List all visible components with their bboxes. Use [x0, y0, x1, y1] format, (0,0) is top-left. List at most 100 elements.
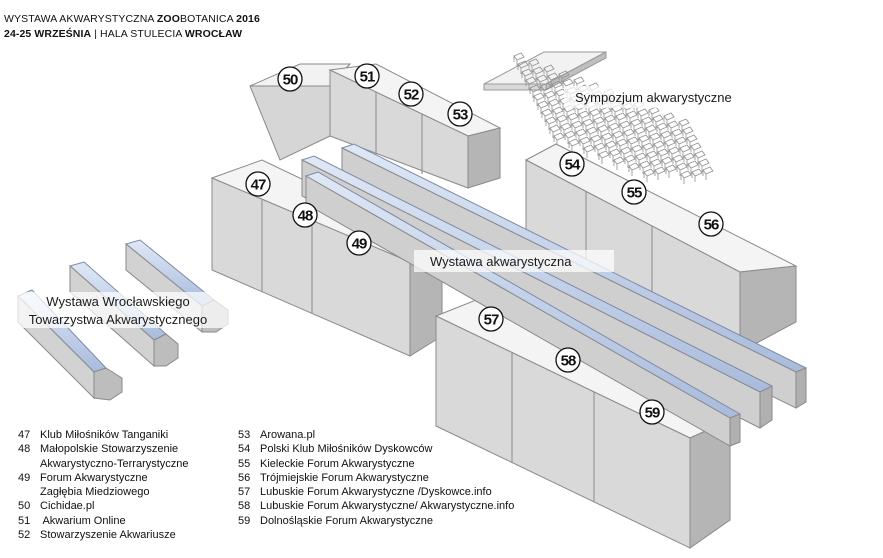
stand-marker-circle: [698, 211, 724, 237]
chair-icon: [528, 58, 540, 72]
stand-marker-circle: [478, 306, 504, 332]
chair-icon: [631, 144, 643, 158]
chair-icon: [604, 114, 616, 128]
stand-marker-circle: [447, 101, 473, 127]
chair-icon: [593, 116, 605, 130]
legend-number: [18, 485, 40, 499]
chair-icon: [698, 158, 710, 172]
stand-marker-circle: [555, 347, 581, 373]
legend-number: [18, 457, 40, 471]
chair-icon: [694, 150, 706, 164]
chair-icon: [641, 116, 653, 130]
chair-icon: [654, 166, 666, 180]
chair-icon: [630, 118, 642, 132]
legend-number: 51: [18, 514, 31, 527]
chair-icon: [529, 84, 541, 98]
stand-marker-54: 54: [559, 151, 585, 177]
legend-number: 58: [238, 500, 251, 513]
stand-number: 55: [627, 185, 642, 202]
chair-icon: [600, 106, 612, 120]
stand-marker-47: 47: [245, 171, 271, 197]
stand-marker-circle: [559, 151, 585, 177]
chair-icon: [609, 148, 621, 162]
chair-icon: [525, 76, 537, 90]
legend-text: Arowana.pl: [260, 429, 316, 441]
legend-text: Lubuskie Forum Akwarystyczne /Dyskowce.i…: [260, 486, 492, 499]
legend-text: Akwarium Online: [40, 514, 126, 527]
chair-icon: [664, 138, 676, 152]
chair-icon: [619, 120, 631, 134]
stand-number: 49: [352, 236, 367, 253]
chair-icon: [616, 138, 628, 152]
stand-marker-circle: [639, 399, 665, 425]
legend-text: Lubuskie Forum Akwarystyczne/ Akwarystyc…: [260, 500, 515, 513]
chair-icon: [536, 74, 548, 88]
chair-icon: [682, 126, 694, 140]
chair-icon: [558, 70, 570, 84]
legend-item: 47 Klub Miłośników Tanganiki: [18, 428, 189, 442]
legend-number: 56: [238, 471, 251, 484]
label-society-line-2: Towarzystwa Akwarystycznego: [29, 312, 207, 327]
legend-number: 48: [18, 443, 31, 456]
chair-icon: [537, 100, 549, 114]
legend-text: Kieleckie Forum Akwarystyczne: [260, 457, 415, 470]
chair-icon: [665, 164, 677, 178]
chair-icon: [543, 64, 555, 78]
chair-icon: [679, 144, 691, 158]
stand-number: 54: [565, 157, 581, 174]
chair-icon: [639, 160, 651, 174]
chair-icon: [579, 136, 591, 150]
chair-icon: [586, 126, 598, 140]
chair-icon: [605, 140, 617, 154]
legend-item: 53 Arowana.pl: [238, 428, 514, 442]
label-symposium-text: Sympozjum akwarystyczne: [575, 90, 732, 105]
chair-icon: [578, 110, 590, 124]
chair-icon: [663, 112, 675, 126]
stand-marker-circle: [621, 179, 647, 205]
chair-icon: [608, 122, 620, 136]
legend-text: Klub Miłośników Tanganiki: [40, 429, 169, 441]
chair-icon: [589, 108, 601, 122]
chair-icon: [560, 122, 572, 136]
chair-icon: [690, 142, 702, 156]
chair-icon: [675, 136, 687, 150]
chair-icon: [547, 72, 559, 86]
chair-icon: [668, 146, 680, 160]
stand-marker-56: 56: [698, 211, 724, 237]
legend-item: 58 Lubuskie Forum Akwarystyczne/ Akwaryst…: [238, 499, 514, 513]
stand-marker-circle: [277, 66, 303, 92]
legend-number: 53: [238, 429, 251, 441]
chair-icon: [613, 156, 625, 170]
chair-icon: [552, 106, 564, 120]
chair-icon: [638, 134, 650, 148]
chair-icon: [650, 158, 662, 172]
chair-icon: [648, 106, 660, 120]
label-exhibition: Wystawa akwarystyczna: [414, 250, 614, 272]
chair-icon: [646, 150, 658, 164]
chair-icon: [549, 124, 561, 138]
stand-number: 51: [360, 69, 375, 86]
legend-number: 47: [18, 429, 31, 441]
chair-icon: [532, 66, 544, 80]
chair-icon: [623, 128, 635, 142]
stand-marker-circle: [245, 171, 271, 197]
label-symposium: Sympozjum akwarystyczne: [564, 86, 746, 108]
stand-number: 56: [704, 217, 719, 234]
label-exhibition-text: Wystawa akwarystyczna: [430, 254, 572, 269]
chair-icon: [672, 154, 684, 168]
label-society-line-1: Wystawa Wrocławskiego: [46, 294, 189, 309]
stand-number: 58: [561, 353, 576, 370]
stand-number: 59: [645, 405, 660, 422]
stand-number: 52: [404, 87, 419, 104]
chair-icon: [643, 168, 655, 182]
stand-marker-58: 58: [555, 347, 581, 373]
chair-icon: [533, 92, 545, 106]
stand-marker-circle: [398, 81, 424, 107]
legend-text: Cichidae.pl: [40, 500, 95, 513]
